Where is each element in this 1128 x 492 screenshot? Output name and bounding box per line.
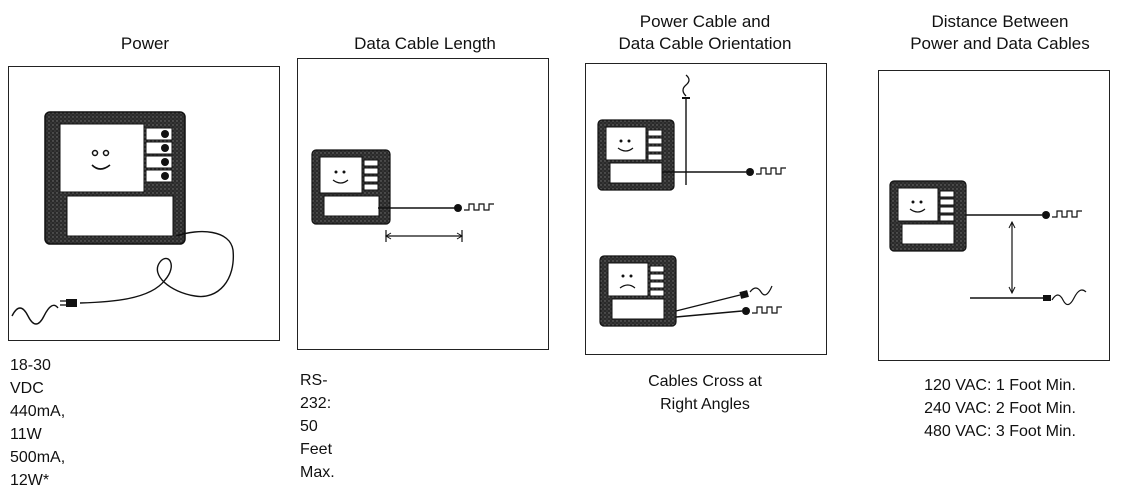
device-sad-icon xyxy=(600,256,676,326)
sine-wave-icon xyxy=(1052,290,1086,305)
device-happy-icon xyxy=(890,181,966,251)
sine-wave-icon xyxy=(750,286,772,295)
wiring-diagram-drawings xyxy=(0,0,1128,451)
square-wave-icon xyxy=(464,204,494,210)
square-wave-icon xyxy=(752,307,782,313)
sine-wave-icon xyxy=(683,75,689,96)
power-caption-current-2: 500mA, 12W* xyxy=(10,446,65,492)
device-happy-icon xyxy=(45,112,185,244)
sine-wave-icon xyxy=(12,305,58,324)
square-wave-icon xyxy=(756,168,786,174)
length-measurement-arrow xyxy=(386,230,462,242)
distance-measurement-arrow xyxy=(1009,222,1015,293)
device-happy-icon xyxy=(598,120,674,190)
device-happy-icon xyxy=(312,150,390,224)
power-plug-icon xyxy=(60,299,77,307)
square-wave-icon xyxy=(1052,211,1082,217)
